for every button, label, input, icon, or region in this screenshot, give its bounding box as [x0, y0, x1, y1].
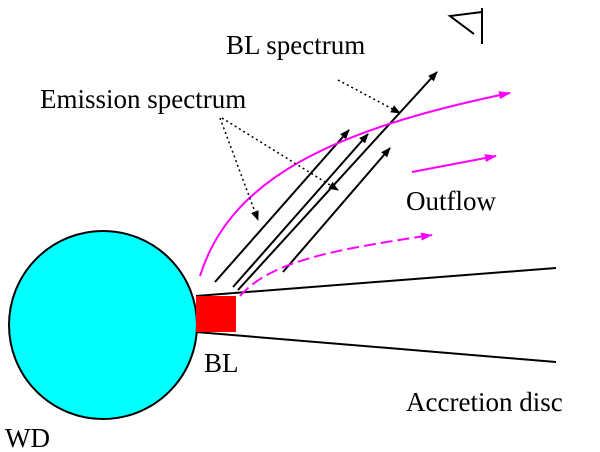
boundary-layer-label: BL: [204, 348, 239, 378]
boundary-layer: [196, 296, 236, 332]
emission-arrow-1: [214, 129, 350, 283]
bl-spectrum-pointer: [337, 79, 401, 114]
emission-pointer-2: [221, 117, 339, 191]
outflow-arrow: [411, 154, 497, 173]
eye-observer-icon: [447, 8, 483, 44]
bl-spectrum-arrow-2: [282, 147, 391, 273]
accretion-disc-upper-edge: [195, 267, 557, 297]
emission-spectrum-label: Emission spectrum: [40, 84, 246, 114]
bl-spectrum-label: BL spectrum: [226, 30, 365, 60]
white-dwarf-label: WD: [5, 423, 50, 452]
white-dwarf: [8, 230, 198, 420]
emission-arrow-2: [232, 133, 369, 288]
emission-pointer-1: [219, 117, 259, 221]
accretion-disc-lower-edge: [195, 331, 557, 363]
bl-spectrum-arrow-main: [237, 71, 438, 291]
outflow-lower-curve: [239, 232, 433, 297]
outflow-label: Outflow: [406, 186, 496, 216]
outflow-upper-curve: [199, 91, 511, 277]
accretion-disc-label: Accretion disc: [406, 387, 563, 417]
